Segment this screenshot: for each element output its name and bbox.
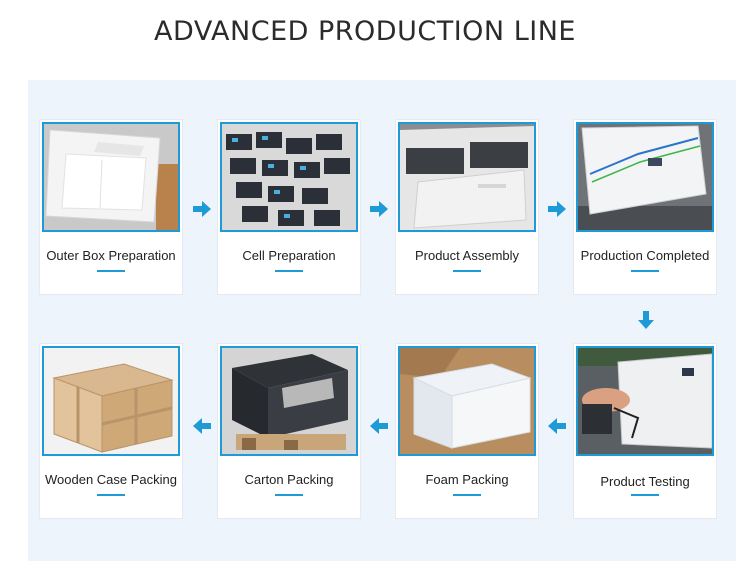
outer-box-photo xyxy=(42,122,180,232)
step-card-cell-preparation: Cell Preparation xyxy=(218,120,360,294)
step-card-outer-box-preparation: Outer Box Preparation xyxy=(40,120,182,294)
step-card-product-testing: Product Testing xyxy=(574,344,716,518)
battery-cells-photo xyxy=(220,122,358,232)
testing-photo xyxy=(576,346,714,456)
caption-underline xyxy=(631,494,659,496)
carton-photo xyxy=(220,346,358,456)
wooden-crate-photo xyxy=(42,346,180,456)
arrow-right-icon xyxy=(370,201,388,217)
assembly-photo xyxy=(398,122,536,232)
step-card-foam-packing: Foam Packing xyxy=(396,344,538,518)
caption-underline xyxy=(97,270,125,272)
step-label: Carton Packing xyxy=(244,472,334,487)
step-card-wooden-case-packing: Wooden Case Packing xyxy=(40,344,182,518)
step-label: Foam Packing xyxy=(425,472,509,487)
step-label: Wooden Case Packing xyxy=(44,472,177,487)
step-label: Production Completed xyxy=(580,248,710,263)
arrow-right-icon xyxy=(548,201,566,217)
step-label: Product Assembly xyxy=(414,248,520,263)
step-label: Cell Preparation xyxy=(242,248,336,263)
caption-underline xyxy=(453,494,481,496)
finished-battery-photo xyxy=(576,122,714,232)
step-card-carton-packing: Carton Packing xyxy=(218,344,360,518)
caption-underline xyxy=(275,494,303,496)
arrow-left-icon xyxy=(548,418,566,434)
step-label: Product Testing xyxy=(600,474,690,489)
arrow-down-icon xyxy=(638,311,654,329)
step-card-product-assembly: Product Assembly xyxy=(396,120,538,294)
arrow-right-icon xyxy=(193,201,211,217)
arrow-left-icon xyxy=(193,418,211,434)
caption-underline xyxy=(97,494,125,496)
foam-photo xyxy=(398,346,536,456)
step-card-production-completed: Production Completed xyxy=(574,120,716,294)
caption-underline xyxy=(453,270,481,272)
arrow-left-icon xyxy=(370,418,388,434)
page-title: ADVANCED PRODUCTION LINE xyxy=(154,16,576,47)
caption-underline xyxy=(275,270,303,272)
caption-underline xyxy=(631,270,659,272)
step-label: Outer Box Preparation xyxy=(46,248,176,263)
